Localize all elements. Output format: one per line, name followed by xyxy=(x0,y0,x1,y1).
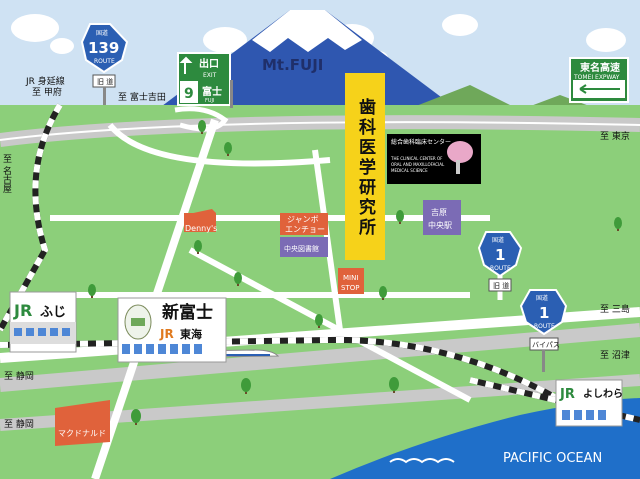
route1-lower-plate: バイパス xyxy=(532,341,560,349)
jr-yoshiwara-label: よしわら xyxy=(583,388,623,400)
jumbo-enchor-building xyxy=(280,213,328,235)
jr-yoshiwara-station xyxy=(555,379,623,427)
trees xyxy=(88,120,622,425)
exit-sign-en: EXIT xyxy=(203,72,217,79)
jr-minobu-line-label: JR 身延線 xyxy=(25,75,65,87)
jr-tokai-label: 東海 xyxy=(180,327,202,341)
mcdonalds-building xyxy=(55,400,110,446)
route139-bottom: ROUTE xyxy=(94,58,115,65)
to-mishima-label: 至 三島 xyxy=(600,303,630,315)
to-fujiyoshida-label: 至 富士吉田 xyxy=(118,91,166,103)
jr-fuji-station xyxy=(9,291,77,353)
to-numazu-label: 至 沼津 xyxy=(600,350,630,361)
tomei-sign xyxy=(569,57,629,103)
clinic-name: 総合歯科臨床センター xyxy=(391,138,451,146)
clinic-en-2: ORAL AND MAXILLOFACIAL xyxy=(391,162,445,167)
jumbo-label-2: エンチョー xyxy=(285,225,325,234)
library-label: 中央図書館 xyxy=(284,244,319,253)
route139-sign xyxy=(80,23,129,105)
coast-waves xyxy=(389,458,455,464)
yoshiwara-label-2: 中央駅 xyxy=(428,220,452,230)
ministop-label-2: STOP xyxy=(341,284,359,292)
route1-lower-sign xyxy=(519,289,568,372)
route1-upper-sign xyxy=(477,231,523,292)
clinic-en-3: MEDICAL SCIENCE xyxy=(391,168,428,173)
tomei-sign-jp: 東名高速 xyxy=(580,61,620,74)
yoshiwara-station-building xyxy=(423,200,461,235)
dennys-building xyxy=(184,209,216,232)
ministop-building xyxy=(338,268,364,294)
to-shizuoka-upper-label: 至 静岡 xyxy=(4,370,34,382)
exit-sign xyxy=(177,52,233,108)
to-tokyo-label: 至 東京 xyxy=(600,130,630,142)
library-building xyxy=(280,237,328,257)
shinfuji-station xyxy=(117,297,227,363)
yoshiwara-label-1: 吉原 xyxy=(431,208,447,217)
exit-sign-place: 富士 xyxy=(202,85,222,98)
route1-upper-bottom: ROUTE xyxy=(490,265,511,272)
institute-tower xyxy=(345,73,385,260)
route1-upper-number: 1 xyxy=(495,246,505,264)
to-nagoya-label: 至 名古屋 xyxy=(1,154,12,194)
mcdonalds-label: マクドナルド xyxy=(58,429,106,438)
route1-lower-bottom: ROUTE xyxy=(534,323,555,330)
route1-lower-top: 国道 xyxy=(536,294,548,302)
shinfuji-label: 新富士 xyxy=(162,302,213,323)
jr-fuji-label: ふじ xyxy=(40,305,66,320)
ministop-label-1: MINI xyxy=(343,274,358,282)
jumbo-label-1: ジャンボ xyxy=(287,215,319,224)
exit-sign-number: 9 xyxy=(184,86,194,102)
tomei-sign-en: TOMEI EXPWAY xyxy=(573,74,620,81)
route139-plate: 旧 道 xyxy=(97,77,113,86)
route1-upper-plate: 旧 道 xyxy=(493,281,509,290)
mt-fuji-label: Mt.FUJI xyxy=(262,56,323,74)
institute-name: 歯科医学研究所 xyxy=(355,97,376,238)
clinic-en-1: THE CLINICAL CENTER OF xyxy=(390,156,443,161)
route139-number: 139 xyxy=(88,39,119,57)
route1-lower-number: 1 xyxy=(539,304,549,322)
jr-tokai-logo: JR xyxy=(159,327,174,341)
route139-top: 国道 xyxy=(96,29,108,37)
exit-sign-place-en: FUJI xyxy=(205,98,215,104)
clinic-panel xyxy=(387,134,481,184)
to-shizuoka-lower-label: 至 静岡 xyxy=(4,418,34,430)
route1-upper-top: 国道 xyxy=(492,236,504,244)
pacific-ocean-label: PACIFIC OCEAN xyxy=(503,451,602,466)
to-kofu-label: 至 甲府 xyxy=(32,86,62,98)
jr-fuji-logo: JR xyxy=(13,301,32,320)
jr-yoshiwara-logo: JR xyxy=(559,387,575,402)
exit-sign-jp: 出口 xyxy=(199,57,219,70)
dennys-label: Denny's xyxy=(185,224,217,233)
